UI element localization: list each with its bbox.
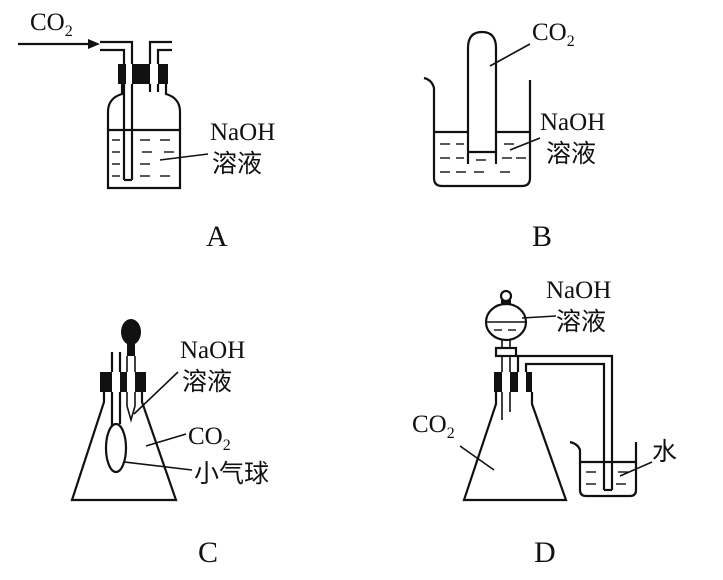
flask-stopper — [494, 372, 532, 392]
stopcock — [494, 346, 518, 358]
panel-a-solution-label-1: NaOH — [210, 119, 275, 146]
panel-a-letter: A — [206, 220, 228, 253]
inlet-tube-outer — [100, 40, 134, 180]
panel-d-gas-label: CO2 — [412, 411, 455, 442]
water-dashes — [586, 471, 628, 485]
delivery-tube-inner — [524, 362, 606, 490]
balloon-leader-line — [123, 461, 193, 471]
flask-stopper — [100, 372, 146, 392]
solution-leader-line — [159, 153, 209, 161]
panel-a-gas-label: CO2 — [30, 9, 73, 40]
panel-b-letter: B — [532, 220, 552, 253]
beaker-solution-dashes — [440, 143, 526, 173]
solution-leader-line — [521, 315, 557, 319]
water-leader-line — [619, 461, 653, 477]
gas-inlet-arrow-head — [88, 39, 100, 49]
gas-washing-bottle — [106, 84, 182, 190]
gas-leader-line — [489, 43, 531, 67]
panel-a-solution-label-2: 溶液 — [212, 150, 262, 178]
panel-b-gas-label: CO2 — [532, 19, 575, 50]
panel-d-solution-label-2: 溶液 — [556, 308, 606, 336]
dropper-bulb — [121, 319, 141, 345]
panel-c: NaOH 溶液 CO2 小气球 C — [70, 319, 269, 569]
solution-dashes — [112, 139, 174, 177]
panel-b: CO2 NaOH 溶液 B — [423, 19, 605, 253]
beaker — [423, 76, 532, 188]
panel-d-solution-label-1: NaOH — [546, 277, 611, 304]
panel-b-solution-label-2: 溶液 — [546, 140, 596, 168]
panel-c-gas-label: CO2 — [188, 423, 231, 454]
panel-d-letter: D — [534, 536, 556, 569]
gas-leader-line — [459, 445, 495, 471]
conical-flask — [462, 392, 568, 502]
solution-leader-line — [509, 137, 541, 151]
gas-leader-line — [145, 433, 187, 447]
solution-leader-line — [133, 371, 179, 415]
small-balloon — [104, 422, 128, 474]
panel-d-water-label: 水 — [652, 438, 677, 466]
inlet-tube-inner — [100, 48, 126, 180]
panel-c-letter: C — [198, 536, 218, 569]
panel-d: NaOH 溶液 CO2 水 D — [412, 277, 677, 569]
funnel-stopper — [499, 289, 513, 303]
bottle-stopper — [118, 64, 168, 84]
panel-b-solution-label-1: NaOH — [540, 109, 605, 136]
inverted-test-tube — [466, 30, 498, 164]
delivery-tube-outer — [516, 354, 614, 490]
panel-c-solution-label-1: NaOH — [180, 337, 245, 364]
panel-c-balloon-label: 小气球 — [194, 460, 269, 488]
water-beaker — [569, 440, 638, 498]
panel-a: CO2 NaOH 溶液 — [18, 9, 275, 253]
panel-c-solution-label-2: 溶液 — [182, 368, 232, 396]
conical-flask — [70, 392, 178, 502]
